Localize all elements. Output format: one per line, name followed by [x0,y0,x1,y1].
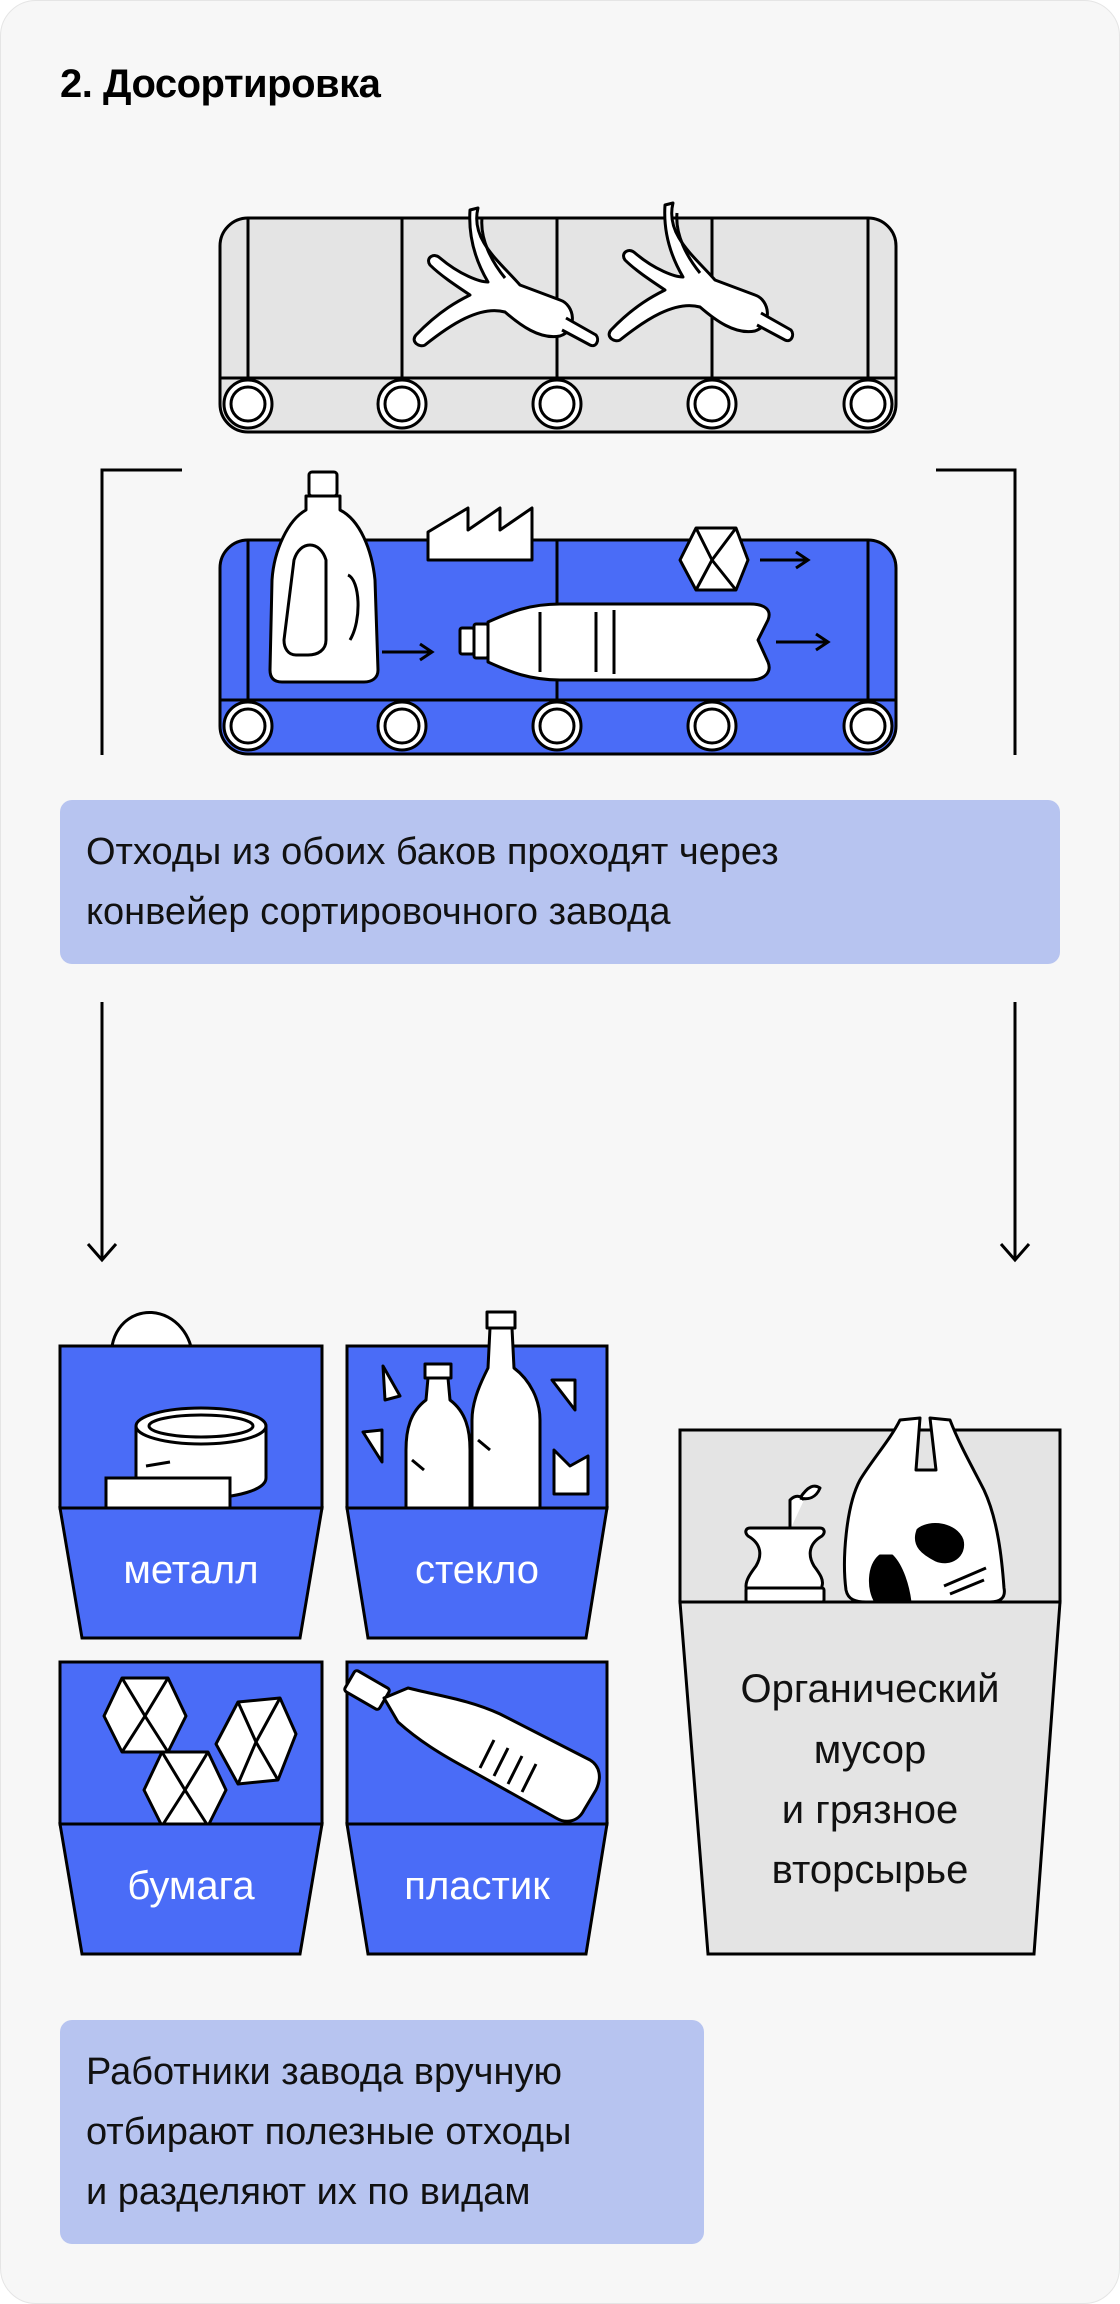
cube-icon [678,526,750,592]
page-title: 2. Досортировка [60,62,381,106]
bin-paper: бумага [58,1660,324,1956]
organic-label-line-2: мусор [814,1728,926,1772]
arrow-icon [382,550,831,662]
note-workers-line-3: и разделяют их по видам [86,2171,531,2213]
organic-label-line-3: и грязное [782,1788,958,1832]
bin-label-glass: стекло [415,1548,539,1592]
bin-label-metal: металл [123,1548,258,1592]
factory-roof-icon [426,506,534,562]
plastic-bottle-icon [458,602,771,682]
bin-label-plastic: пластик [404,1864,550,1908]
bin-metal: металл [58,1310,324,1640]
tin-can-icon [104,1406,268,1510]
organic-label-line-4: вторсырье [772,1848,969,1892]
arrow-icon [86,1002,1031,1263]
bin-plastic: пластик [343,1660,609,1956]
note-conveyor: Отходы из обоих баков проходят через кон… [60,800,1060,964]
apple-core-icon [744,1484,826,1604]
note-workers-line-1: Работники завода вручную [86,2051,562,2093]
glass-bottle-icon [404,1310,542,1510]
plastic-bottle-icon [343,1669,601,1823]
bin-organic: Органический мусор и грязное вторсырье [678,1416,1062,1956]
plastic-bag-icon [843,1416,1006,1604]
note-workers-line-2: отбирают полезные отходы [86,2111,572,2153]
banana-peel-icon [607,201,795,343]
note-conveyor-line-2: конвейер сортировочного завода [86,891,671,933]
bin-label-paper: бумага [127,1864,255,1908]
banana-peel-icon [412,206,600,348]
detergent-bottle-icon [268,470,380,684]
gray-conveyor [218,201,898,434]
conveyor-bracket [100,468,1017,755]
note-workers: Работники завода вручную отбирают полезн… [60,2020,704,2244]
blue-conveyor [218,470,898,756]
organic-label-line-1: Органический [740,1667,999,1711]
note-conveyor-line-1: Отходы из обоих баков проходят через [86,831,779,873]
bin-glass: стекло [345,1310,609,1640]
paper-cube-icon [102,1676,298,1828]
